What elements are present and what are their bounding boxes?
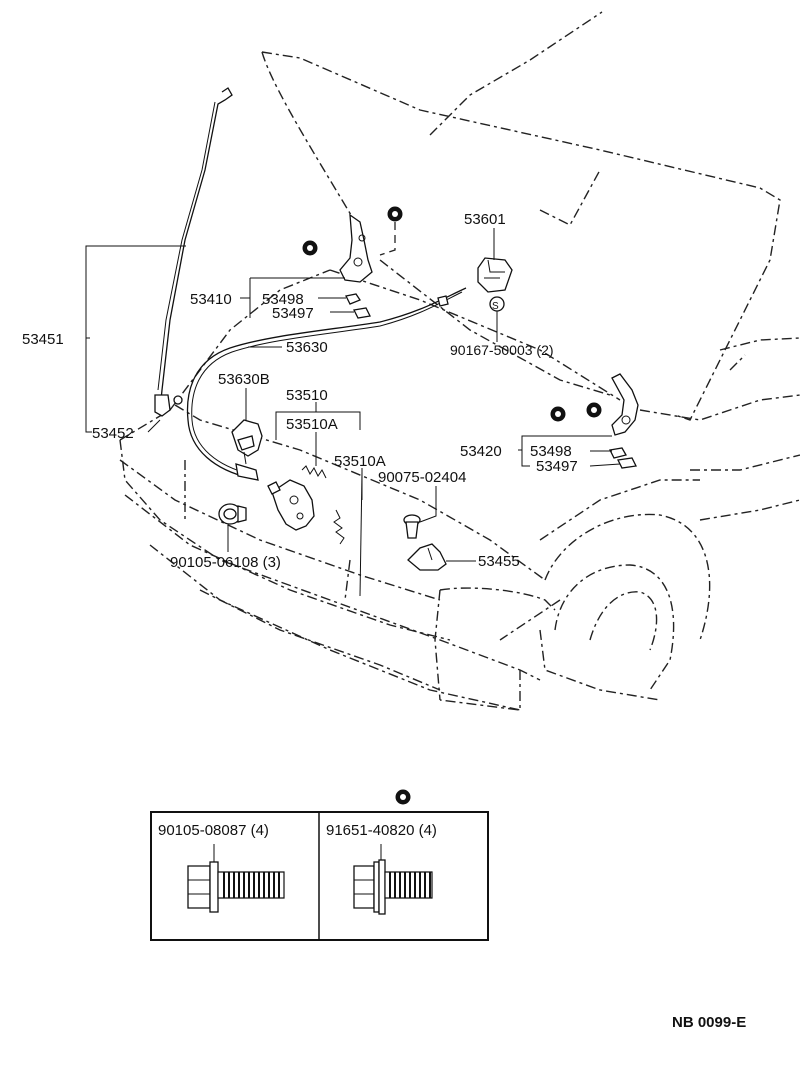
hood-release-cable (186, 287, 467, 481)
label-53455: 53455 (478, 553, 520, 570)
label-53510a-second: 53510A (334, 453, 386, 470)
label-53420: 53420 (460, 443, 502, 460)
label-53498-upper: 53498 (262, 291, 304, 308)
hood-lock-assembly (267, 465, 345, 545)
hood-lock-support (477, 257, 513, 312)
hood-lock-bolt (403, 514, 421, 539)
hood-striker (407, 543, 447, 571)
label-53510: 53510 (286, 387, 328, 404)
label-53498-lower: 53498 (530, 443, 572, 460)
washer-bolt-icon (353, 844, 433, 915)
diagram-code: NB 0099-E (672, 1014, 746, 1031)
label-90105-06108: 90105-06108 (3) (170, 554, 281, 571)
label-53630b: 53630B (218, 371, 270, 388)
label-53410: 53410 (190, 291, 232, 308)
cable-guide (231, 419, 263, 465)
label-53510a-first: 53510A (286, 416, 338, 433)
label-53601: 53601 (464, 211, 506, 228)
hood-support-rod (154, 87, 233, 417)
flange-nut (218, 503, 247, 525)
label-53630: 53630 (286, 339, 328, 356)
s-symbol: S (492, 301, 499, 312)
hood-hinge-right (609, 373, 639, 469)
car-body-outline (119, 11, 800, 711)
leader-lines (85, 228, 621, 597)
label-53497-upper: 53497 (272, 305, 314, 322)
flange-bolt-icon (187, 844, 285, 913)
fastener-inset-box: 90105-08087 (4) 91651-40820 (4) (150, 811, 489, 941)
hood-lock-striker-upper (339, 213, 373, 319)
label-90167-50003: 90167-50003 (2) (450, 342, 554, 358)
grommets (302, 206, 602, 805)
label-53452: 53452 (92, 425, 134, 442)
inset-label-91651-40820: 91651-40820 (4) (326, 822, 437, 839)
label-53451: 53451 (22, 331, 64, 348)
label-53497-lower: 53497 (536, 458, 578, 475)
part-labels: 53451 53452 53410 53498 53497 53630 5363… (22, 211, 578, 571)
label-90075-02404: 90075-02404 (378, 469, 466, 486)
inset-label-90105-08087: 90105-08087 (4) (158, 822, 269, 839)
